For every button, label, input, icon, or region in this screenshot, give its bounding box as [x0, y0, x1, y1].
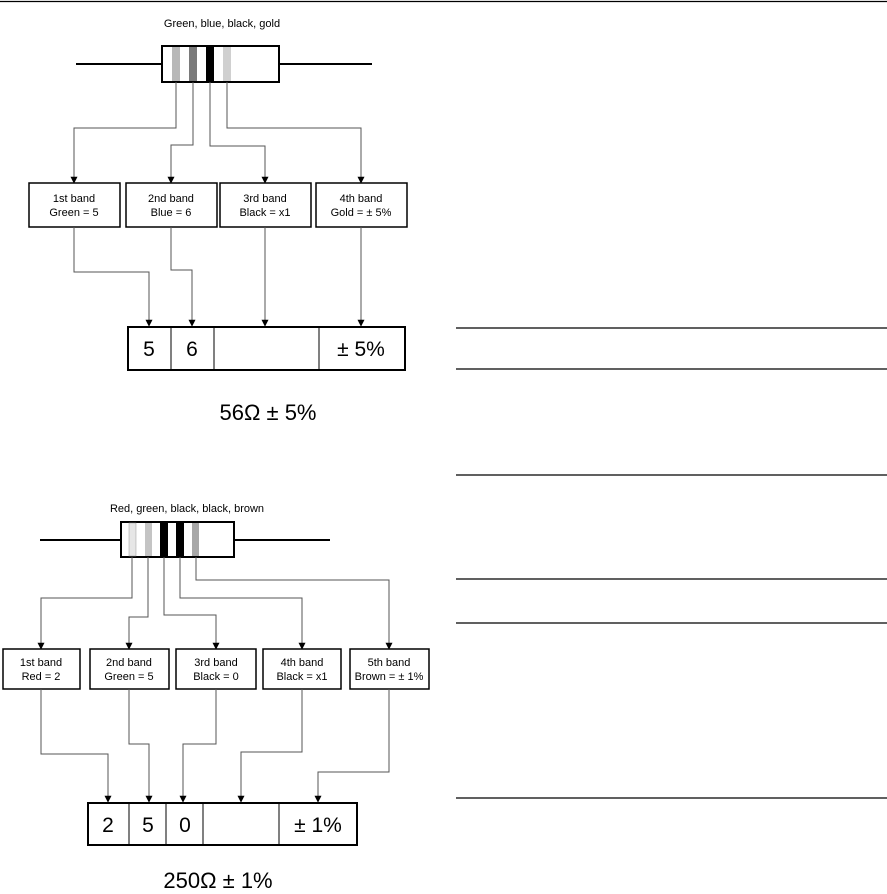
band-3-value: Black = x1 [239, 207, 290, 219]
digit-cell-2: 6 [186, 338, 198, 361]
four-band-result: 56Ω ± 5% [219, 400, 316, 425]
band-4-title: 4th band [340, 193, 383, 205]
connector-wire [37, 557, 133, 650]
color-band-5 [192, 523, 199, 556]
result-strip [87, 802, 358, 846]
connector-wire [170, 227, 196, 327]
band-5-box [349, 648, 430, 690]
band-4-box [315, 182, 408, 228]
connector-wire [125, 557, 149, 650]
connector-wire [70, 82, 177, 184]
band-3-value: Black = 0 [193, 671, 239, 683]
digit-cell-1: 5 [143, 338, 155, 361]
resistor-body [161, 45, 280, 83]
connector-wire [179, 557, 306, 650]
band-4-value: Gold = ± 5% [331, 207, 392, 219]
band-1-box [28, 182, 121, 228]
digit-cell-1: 2 [102, 814, 114, 837]
tolerance-cell: ± 5% [337, 338, 385, 361]
band-1-box [2, 648, 81, 690]
connector-wire [128, 689, 153, 803]
connector-wire [40, 689, 112, 803]
band-5-title: 5th band [368, 657, 411, 669]
connector-wire [167, 82, 194, 184]
color-band-2 [189, 47, 197, 81]
band-2-title: 2nd band [106, 657, 152, 669]
band-2-box [89, 648, 170, 690]
color-band-1 [128, 522, 137, 557]
band-3-box [175, 648, 257, 690]
color-band-3 [160, 523, 168, 556]
band-1-title: 1st band [20, 657, 62, 669]
digit-cell-2: 5 [142, 814, 154, 837]
band-4-value: Black = x1 [276, 671, 327, 683]
five-band-diagram: Red, green, black, black, brown 1st band… [2, 503, 430, 893]
color-band-2 [145, 523, 152, 556]
tolerance-cell: ± 1% [294, 814, 342, 837]
band-3-title: 3rd band [194, 657, 237, 669]
color-band-3 [206, 47, 214, 81]
color-band-4 [223, 47, 231, 81]
result-strip [127, 326, 406, 371]
band-2-value: Green = 5 [104, 671, 153, 683]
color-band-1 [172, 47, 180, 81]
connector-wire [226, 82, 365, 184]
band-2-title: 2nd band [148, 193, 194, 205]
band-4-box [262, 648, 342, 690]
connector-wire [179, 689, 217, 803]
band-2-box [125, 182, 218, 228]
band-2-value: Blue = 6 [151, 207, 192, 219]
connector-wire [209, 82, 269, 184]
four-band-caption: Green, blue, black, gold [164, 18, 280, 30]
band-3-title: 3rd band [243, 193, 286, 205]
five-band-result: 250Ω ± 1% [163, 868, 272, 893]
band-1-title: 1st band [53, 193, 95, 205]
connector-wire [195, 557, 393, 650]
band-1-value: Red = 2 [22, 671, 61, 683]
band-1-value: Green = 5 [49, 207, 98, 219]
five-band-caption: Red, green, black, black, brown [110, 503, 264, 515]
band-5-value: Brown = ± 1% [355, 671, 424, 683]
four-band-diagram: Green, blue, black, gold 1st band Green … [28, 18, 408, 425]
connector-wire [314, 689, 390, 803]
band-3-box [219, 182, 312, 228]
connector-wire [163, 557, 220, 650]
digit-cell-3: 0 [179, 814, 191, 837]
band-4-title: 4th band [281, 657, 324, 669]
connector-wire [237, 689, 303, 803]
connector-wire [73, 227, 153, 327]
color-band-4 [176, 523, 184, 556]
right-rules [456, 327, 887, 799]
